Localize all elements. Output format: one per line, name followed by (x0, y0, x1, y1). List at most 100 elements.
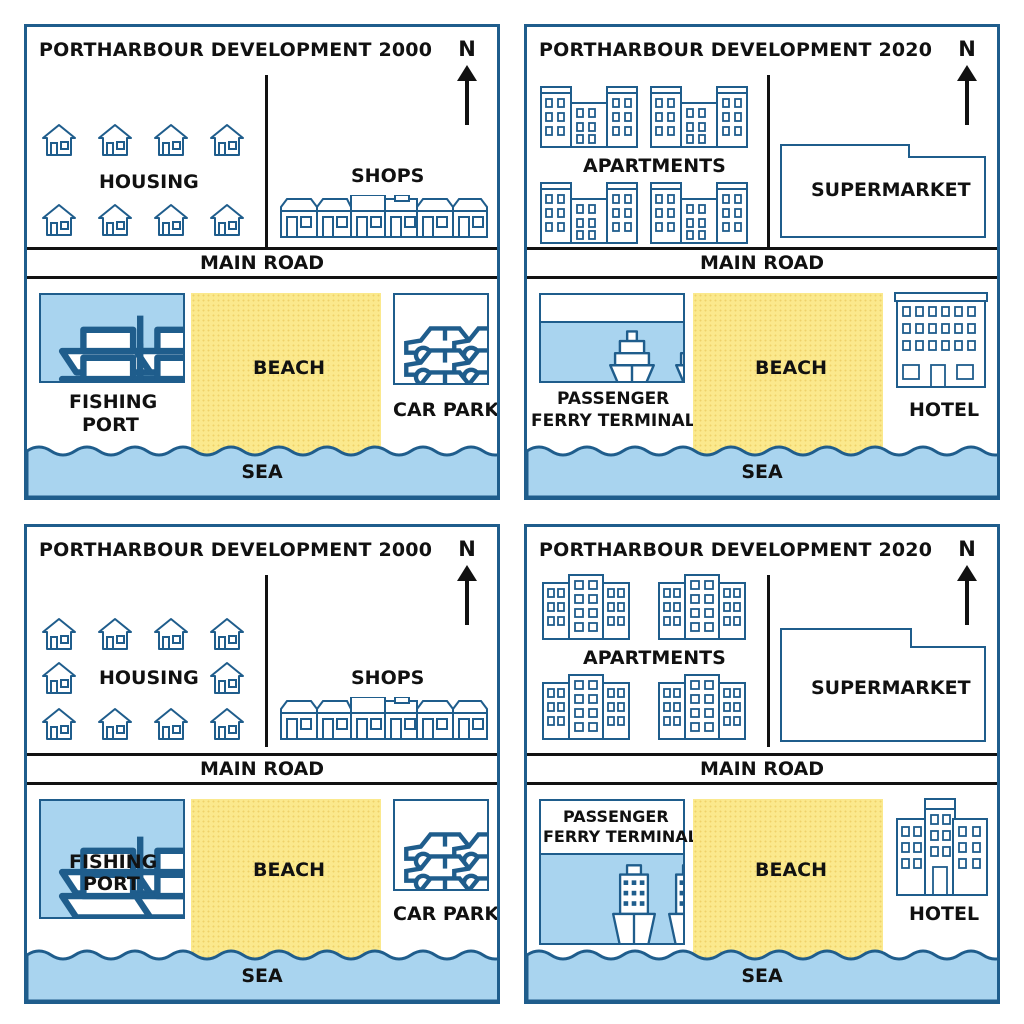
sea-area: SEA (27, 945, 497, 1001)
fishing-port-area: FISHING PORT (39, 799, 185, 919)
beach-label: BEACH (755, 859, 828, 881)
car-icons (395, 801, 487, 889)
map-title: PORTHARBOUR DEVELOPMENT 2000 (39, 39, 433, 61)
house-icon (209, 123, 245, 157)
north-arrow-icon (457, 65, 477, 125)
sea-label: SEA (241, 461, 283, 483)
map-title: PORTHARBOUR DEVELOPMENT 2020 (539, 539, 933, 561)
block-divider (265, 75, 268, 247)
house-icon (153, 123, 189, 157)
house-icon (209, 203, 245, 237)
ferry-terminal-label-line2: FERRY TERMINAL (531, 411, 696, 431)
supermarket-building-icon (780, 628, 986, 742)
house-icon (41, 661, 77, 695)
hotel-building-icon (891, 291, 991, 389)
block-divider (265, 575, 268, 747)
apartment-block-icon (541, 673, 631, 741)
sea-label: SEA (241, 965, 283, 987)
house-icon (97, 617, 133, 651)
sea-label: SEA (741, 461, 783, 483)
map-panel-2020-bottom: PORTHARBOUR DEVELOPMENT 2020 N APARTMENT… (524, 524, 1000, 1004)
block-divider (767, 575, 770, 747)
ferry-terminal-label-line1: PASSENGER (563, 807, 669, 826)
ferry-terminal-building: PASSENGER FERRY TERMINAL (539, 799, 698, 855)
sea-area: SEA (527, 441, 997, 497)
hotel-building-icon (895, 797, 991, 897)
car-park-label: CAR PARK (393, 399, 500, 421)
car-park-area (393, 293, 489, 385)
apartment-block-icon (649, 85, 749, 149)
main-road: MAIN ROAD (527, 753, 997, 785)
apartments-label: APARTMENTS (583, 647, 726, 669)
ferry-terminal-building (539, 293, 685, 323)
house-icon (41, 707, 77, 741)
north-arrow-icon (957, 65, 977, 125)
north-arrow: N (953, 537, 981, 625)
shops-icon (279, 195, 489, 239)
ferry-dock (539, 321, 685, 383)
beach-label: BEACH (253, 859, 326, 881)
apartment-block-icon (649, 181, 749, 245)
fishing-boat-icons (41, 295, 183, 381)
ferry-ship-icons (541, 323, 683, 381)
fishing-port-label-line1: FISHING (69, 391, 158, 413)
house-icon (41, 203, 77, 237)
car-park-area (393, 799, 489, 891)
main-road: MAIN ROAD (27, 753, 497, 785)
north-label: N (458, 537, 476, 561)
fishing-port-area (39, 293, 185, 383)
sea-area: SEA (27, 441, 497, 497)
housing-label: HOUSING (99, 667, 199, 689)
house-icon (41, 123, 77, 157)
supermarket-building-icon (780, 144, 986, 238)
ferry-ship-icons (541, 855, 683, 943)
fishing-port-label-line2: PORT (82, 414, 139, 436)
apartments-label: APARTMENTS (583, 155, 726, 177)
block-divider (767, 75, 770, 247)
north-arrow: N (953, 37, 981, 125)
apartment-block-icon (539, 181, 639, 245)
apartment-block-icon (539, 85, 639, 149)
beach-label: BEACH (253, 357, 326, 379)
north-arrow-icon (957, 565, 977, 625)
house-icon (209, 617, 245, 651)
supermarket-label: SUPERMARKET (811, 179, 971, 201)
main-road: MAIN ROAD (27, 247, 497, 279)
house-icon (41, 617, 77, 651)
sea-label: SEA (741, 965, 783, 987)
north-arrow: N (453, 537, 481, 625)
ferry-terminal-label-line2: FERRY TERMINAL (543, 827, 698, 846)
map-panel-2000-top: PORTHARBOUR DEVELOPMENT 2000 N HOUSING S… (24, 24, 500, 500)
house-icon (153, 707, 189, 741)
main-road: MAIN ROAD (527, 247, 997, 279)
ferry-terminal-label-line1: PASSENGER (557, 389, 670, 409)
fishing-port-label-line1: FISHING (69, 851, 158, 873)
north-label: N (958, 37, 976, 61)
map-title: PORTHARBOUR DEVELOPMENT 2000 (39, 539, 433, 561)
sea-area: SEA (527, 945, 997, 1001)
map-title: PORTHARBOUR DEVELOPMENT 2020 (539, 39, 933, 61)
apartment-block-icon (657, 573, 747, 641)
north-label: N (958, 537, 976, 561)
supermarket-label: SUPERMARKET (811, 677, 971, 699)
beach-label: BEACH (755, 357, 828, 379)
house-icon (97, 123, 133, 157)
house-icon (209, 707, 245, 741)
house-icon (97, 707, 133, 741)
shops-icon (279, 697, 489, 741)
house-icon (153, 617, 189, 651)
ferry-dock (539, 853, 685, 945)
car-park-label: CAR PARK (393, 903, 500, 925)
map-panel-2020-top: PORTHARBOUR DEVELOPMENT 2020 N APARTMENT… (524, 24, 1000, 500)
north-label: N (458, 37, 476, 61)
shops-label: SHOPS (351, 667, 425, 689)
hotel-label: HOTEL (909, 399, 980, 421)
apartment-block-icon (657, 673, 747, 741)
map-panel-2000-bottom: PORTHARBOUR DEVELOPMENT 2000 N HOUSING S… (24, 524, 500, 1004)
car-icons (395, 295, 487, 383)
fishing-port-label-line2: PORT (83, 873, 140, 895)
house-icon (209, 661, 245, 695)
apartment-block-icon (541, 573, 631, 641)
house-icon (97, 203, 133, 237)
hotel-label: HOTEL (909, 903, 980, 925)
